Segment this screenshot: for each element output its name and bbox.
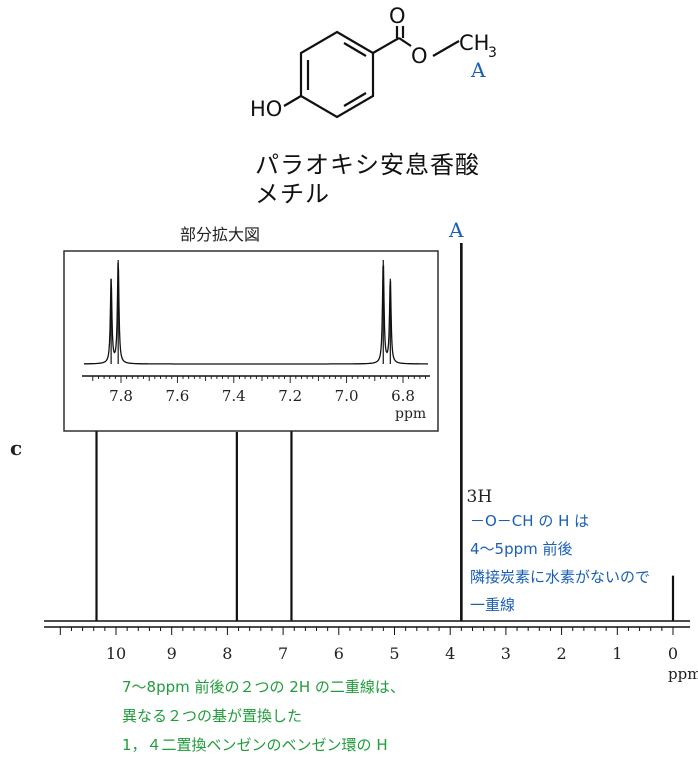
compound-name-line2: メチル [255, 180, 330, 208]
methyl-subscript: 3 [488, 45, 497, 61]
panel-label: c [10, 436, 22, 460]
molecule-structure: O O CH 3 HO A [250, 4, 497, 121]
methyl-marker-a: A [470, 58, 486, 82]
aromatic-note-line1: 7～8ppm 前後の２つの 2H の二重線は、 [122, 678, 405, 696]
inset-peaks [84, 260, 428, 365]
inset-frame [63, 250, 439, 432]
main-tick-label: 1 [612, 644, 622, 663]
inset-tick-label: 7.6 [165, 387, 189, 405]
inset-axis-ticks: 7.8 7.6 7.4 7.2 7.0 6.8 [92, 376, 427, 405]
main-tick-label: 3 [501, 644, 511, 663]
methyl-note-line1: －O－CH の H は [470, 512, 590, 530]
inset-tick-label: 7.4 [222, 387, 246, 405]
inset-tick-label: 7.2 [278, 387, 302, 405]
main-tick-label: 4 [445, 644, 455, 663]
main-tick-label: 2 [557, 644, 567, 663]
main-tick-label: 0 [668, 644, 678, 663]
peak-a-marker: A [449, 218, 464, 242]
inset-x-label: ppm [395, 406, 426, 422]
aromatic-note-line2: 異なる２つの基が置換した [122, 707, 303, 725]
inset-tick-label: 7.8 [109, 387, 133, 405]
carbonyl-oxygen: O [389, 4, 406, 28]
inset-tick-label: 7.0 [335, 387, 359, 405]
methyl-note-line2: 4～5ppm 前後 [470, 540, 573, 558]
hydroxyl-label: HO [250, 97, 282, 121]
main-tick-label: 5 [389, 644, 399, 663]
inset-title: 部分拡大図 [180, 225, 260, 244]
inset-tick-label: 6.8 [391, 387, 415, 405]
methyl-label: CH [459, 31, 489, 55]
compound-name-line1: パラオキシ安息香酸 [255, 151, 480, 179]
integration-label: 3H [467, 487, 493, 507]
main-tick-label: 9 [167, 644, 177, 663]
main-tick-label: 10 [106, 644, 126, 663]
aromatic-note-line3: 1，４二置換ベンゼンのベンゼン環の H [122, 736, 388, 754]
main-tick-label: 6 [334, 644, 344, 663]
hydroxyl-bond [283, 95, 302, 107]
ester-oxygen: O [411, 44, 428, 68]
main-x-label: ppm [668, 665, 698, 683]
main-tick-label: 8 [222, 644, 232, 663]
methyl-note-line3: 隣接炭素に水素がないので [470, 568, 651, 586]
methyl-note-line4: 一重線 [470, 596, 516, 614]
inset-trace [84, 262, 428, 365]
ester-bonds [372, 26, 460, 57]
main-tick-label: 7 [278, 644, 288, 663]
